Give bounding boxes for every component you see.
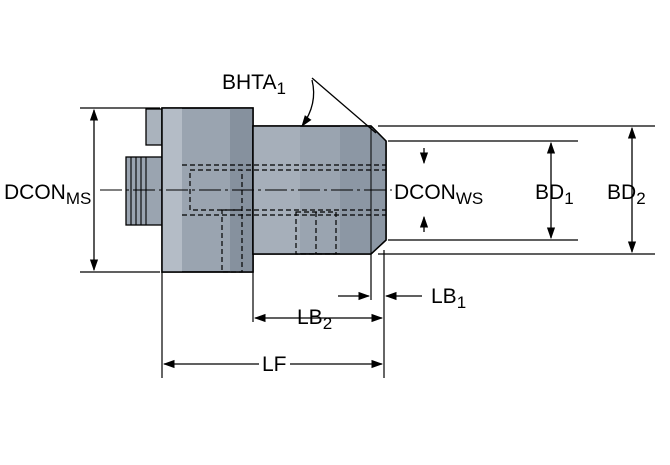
dcon-ws-label: DCONWS	[394, 181, 484, 208]
bd1-label: BD1	[535, 181, 574, 208]
bhta-label: BHTA1	[222, 71, 286, 98]
lf-label: LF	[259, 354, 290, 375]
bd2-label: BD2	[607, 181, 646, 208]
extension-lines	[80, 107, 655, 378]
bhta-arc	[301, 79, 315, 127]
lb1-label: LB1	[431, 285, 467, 312]
bhta-leader	[311, 77, 377, 134]
lb2-label: LB2	[297, 306, 333, 333]
dcon-ms-label: DCONMS	[4, 181, 92, 208]
